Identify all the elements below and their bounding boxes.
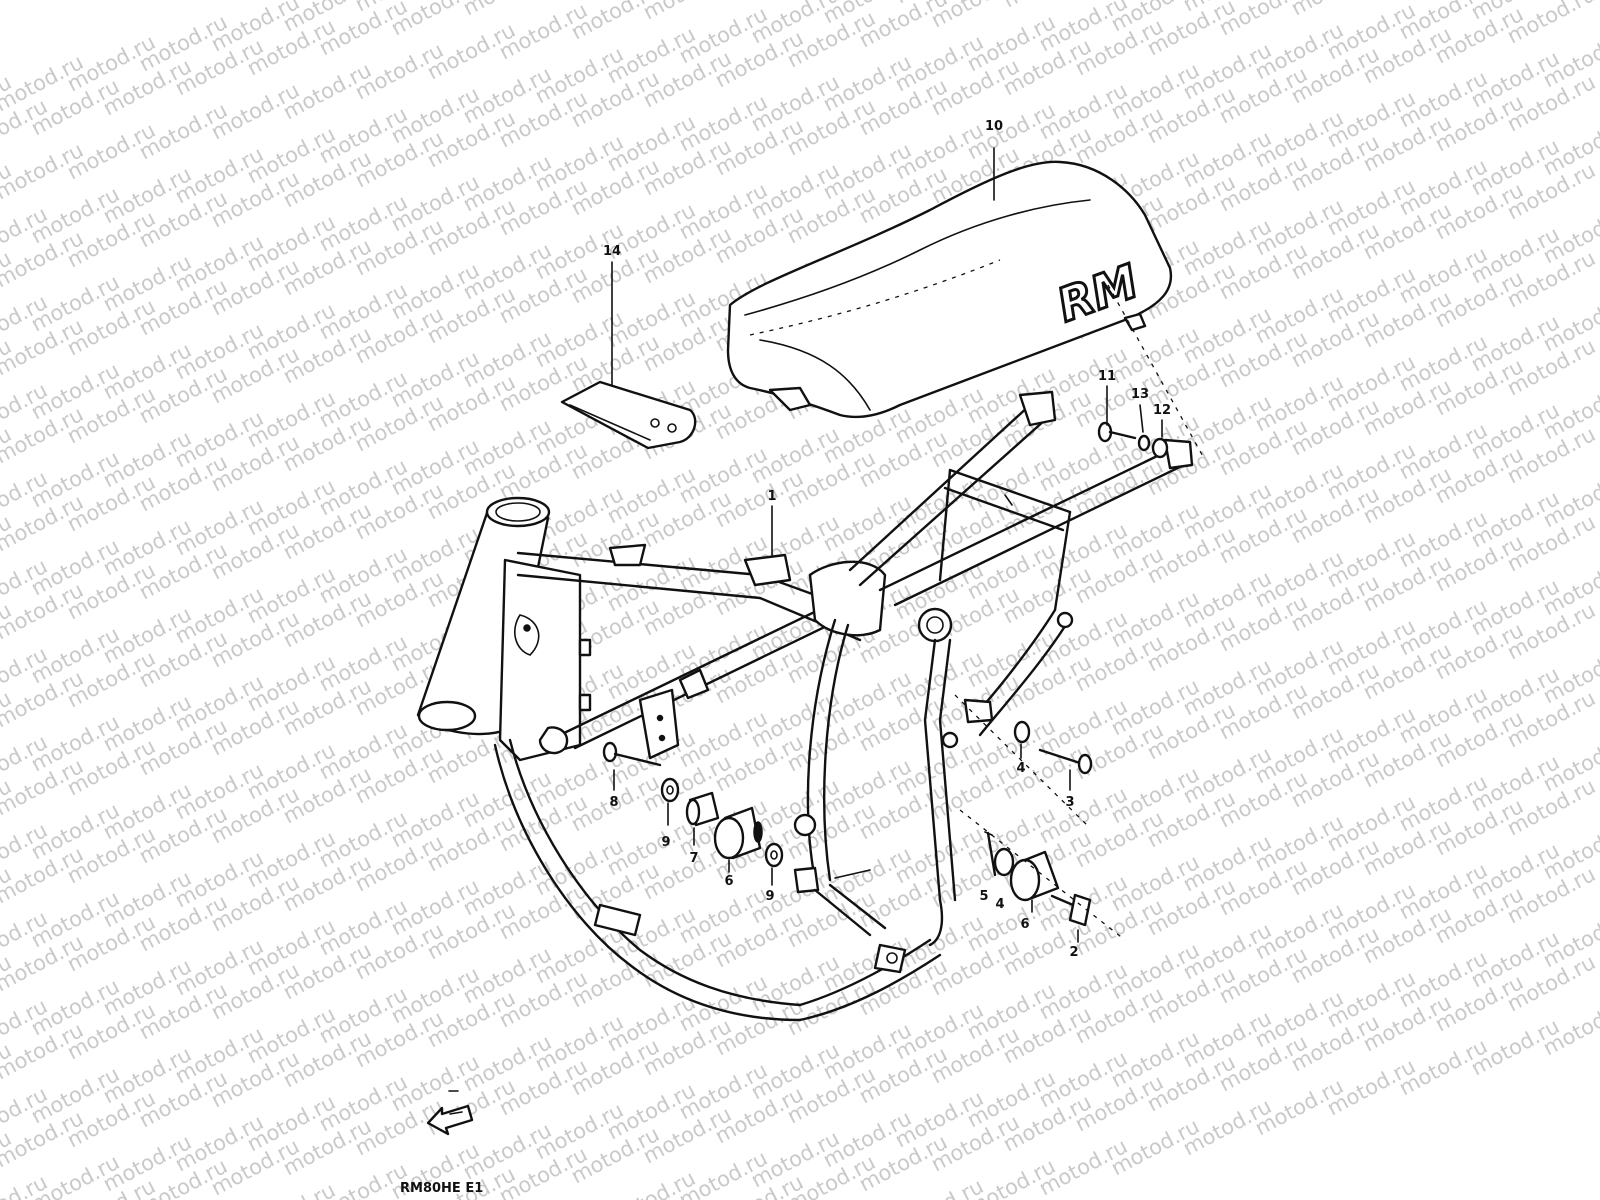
callout-7: 7	[689, 851, 698, 866]
callout-1: 1	[767, 489, 776, 504]
spacer-7	[685, 791, 720, 827]
washer-9a	[660, 777, 680, 803]
callout-9b: 9	[765, 889, 774, 904]
washer-13	[1137, 434, 1151, 452]
seat: RM	[726, 160, 1173, 419]
leader-lines	[611, 147, 1163, 943]
callout-4b: 4	[995, 897, 1004, 912]
callout-3: 3	[1065, 795, 1074, 810]
watermark-text: motod.ru	[1287, 0, 1383, 20]
washer-9b	[764, 842, 784, 868]
callout-10: 10	[985, 119, 1003, 134]
frame	[416, 390, 1194, 1022]
washer-4b	[993, 847, 1015, 877]
callout-labels: 10 14 1 11 13 12 8 9 7 6 9 4 3 5 4 6 2	[603, 119, 1171, 960]
bolt-11	[1097, 421, 1137, 443]
callout-8: 8	[609, 795, 618, 810]
diagram-code: RM80HE E1	[400, 1181, 483, 1196]
seat-pad	[560, 380, 697, 450]
bolt-8	[602, 741, 662, 767]
watermark-text: motod.ru	[243, 1178, 339, 1200]
cotter-pin-5	[986, 831, 997, 877]
bushing-6a	[713, 806, 763, 860]
callout-6a: 6	[724, 874, 733, 889]
callout-9a: 9	[661, 835, 670, 850]
washer-4a	[1013, 720, 1031, 744]
callout-12: 12	[1153, 403, 1171, 418]
watermark-text: motod.ru	[459, 0, 555, 20]
bushing-6b	[1009, 850, 1060, 902]
hardware-parts	[602, 284, 1206, 941]
washer-12	[1151, 437, 1169, 459]
callout-14: 14	[603, 244, 621, 259]
bolt-2	[1050, 893, 1092, 927]
front-direction-arrow-icon	[426, 1090, 474, 1136]
callout-6b: 6	[1020, 917, 1029, 932]
callout-2: 2	[1069, 945, 1078, 960]
callout-4a: 4	[1016, 761, 1025, 776]
callout-11: 11	[1098, 369, 1116, 384]
callout-13: 13	[1131, 387, 1149, 402]
bolt-3	[1038, 748, 1093, 775]
callout-5: 5	[979, 889, 988, 904]
